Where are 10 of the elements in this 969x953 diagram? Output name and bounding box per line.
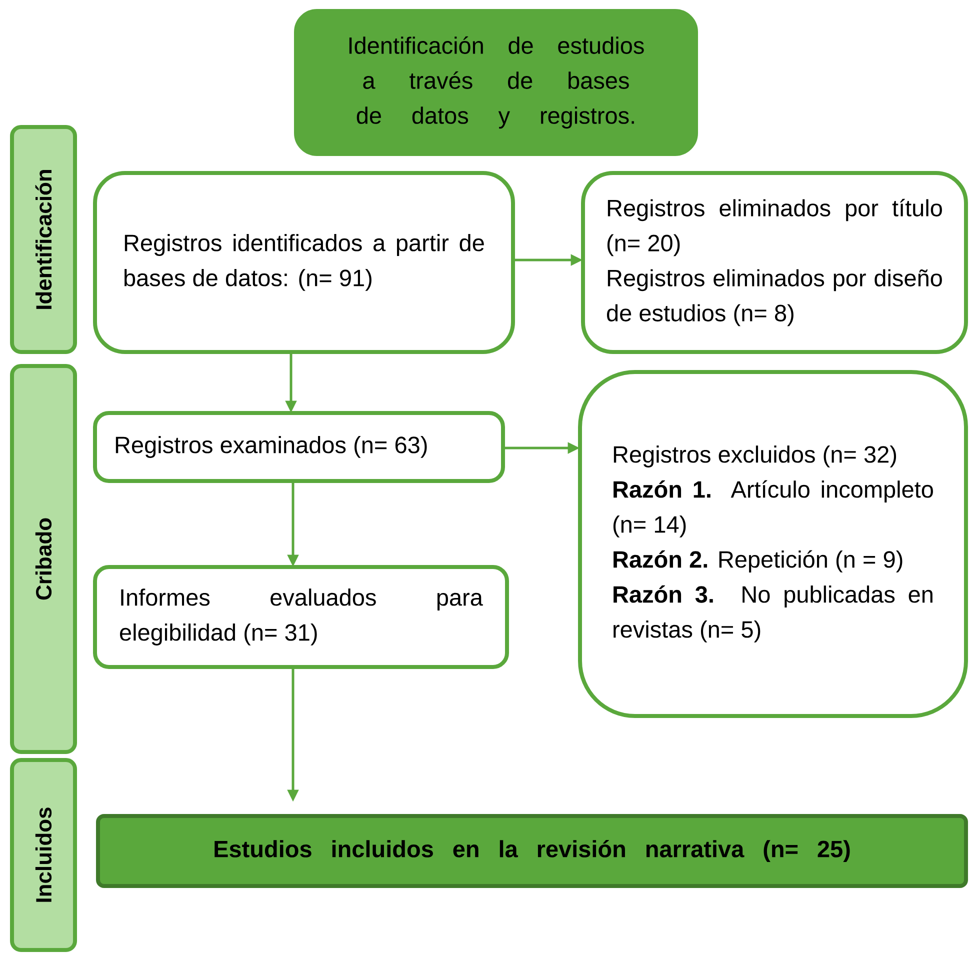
stage-band: Cribado [10, 364, 77, 754]
result-box: Estudios incluidos en la revisión narrativa (n= 25) [96, 814, 968, 888]
process-box: Registros examinados (n= 63) [93, 411, 505, 483]
process-box: Registros eliminados por título (n= 20) Registros eliminados por diseño de estudios (n= 8) [581, 171, 968, 354]
title-box: Identificación de estudios a través de bases de datos y registros. [294, 8, 698, 156]
process-box: Registros excluidos (n= 32) Razón 1. Artículo incompleto (n= 14) Razón 2. Repetición (n = 9) Razón 3. No publicadas en revistas (n= 5) [578, 370, 968, 718]
stage-band: Identificación [10, 125, 77, 354]
process-box: Registros identificados a partir de bases de datos: (n= 91) [93, 171, 515, 354]
process-box: Informes evaluados para elegibilidad (n= 31) [93, 565, 509, 669]
stage-band: Incluidos [10, 758, 77, 952]
